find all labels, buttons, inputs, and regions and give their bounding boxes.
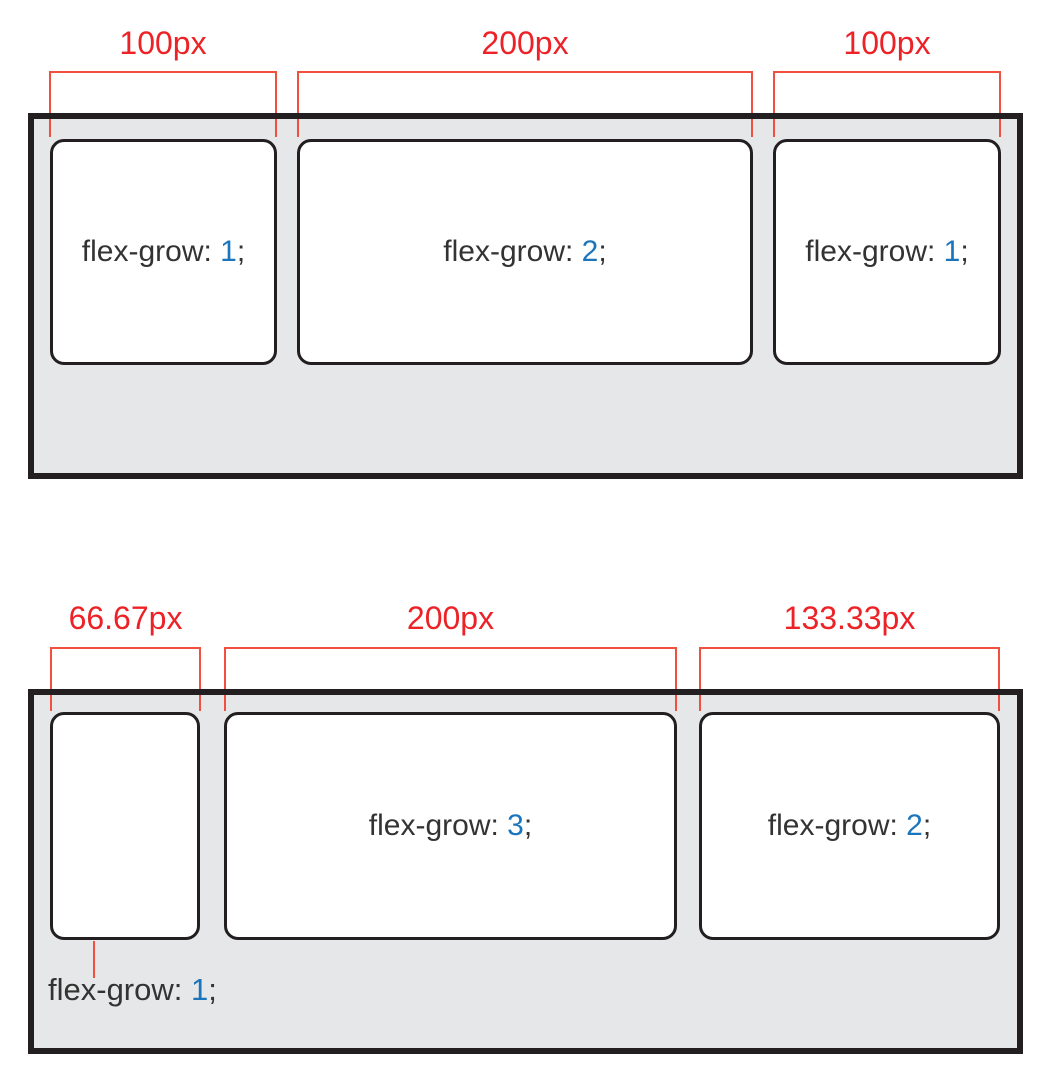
- flex-declaration: flex-grow: 2;: [443, 235, 606, 269]
- semicolon-text: ;: [236, 235, 246, 268]
- flex-item: flex-grow: 1;: [773, 139, 1001, 365]
- property-text: flex-grow:: [81, 235, 221, 268]
- property-text: flex-grow:: [767, 809, 907, 842]
- flex-item: flex-grow: 2;: [699, 712, 1000, 940]
- flex-grow-value: 3: [507, 809, 524, 842]
- semicolon-text: ;: [922, 809, 932, 842]
- width-label: 200px: [406, 600, 495, 636]
- semicolon-text: ;: [523, 809, 533, 842]
- outside-flex-label: flex-grow: 1;: [48, 972, 217, 1008]
- property-text: flex-grow:: [368, 809, 508, 842]
- width-label: 100px: [119, 25, 207, 61]
- semicolon-text: ;: [208, 972, 217, 1007]
- width-bracket: [699, 647, 1000, 711]
- width-label: 100px: [843, 25, 931, 61]
- property-text: flex-grow:: [443, 235, 582, 268]
- width-bracket: [297, 71, 753, 137]
- flex-declaration: flex-grow: 1;: [48, 972, 217, 1007]
- semicolon-text: ;: [960, 235, 969, 268]
- width-label: 66.67px: [68, 600, 183, 636]
- flex-declaration: flex-grow: 3;: [369, 809, 532, 843]
- flex-grow-value: 2: [581, 235, 599, 268]
- semicolon-text: ;: [598, 235, 607, 268]
- flex-declaration: flex-grow: 1;: [82, 235, 245, 269]
- width-label: 200px: [481, 25, 569, 61]
- width-bracket: [49, 71, 277, 137]
- flex-grow-value: 1: [190, 972, 209, 1007]
- flex-declaration: flex-grow: 1;: [805, 235, 968, 269]
- width-bracket: [224, 647, 677, 711]
- width-label: 133.33px: [783, 600, 916, 636]
- flex-item: flex-grow: 3;: [224, 712, 677, 940]
- flex-grow-value: 2: [906, 809, 923, 842]
- flex-declaration: flex-grow: 2;: [768, 809, 931, 843]
- flex-item: flex-grow: 2;: [297, 139, 753, 365]
- flex-grow-value: 1: [220, 235, 237, 268]
- width-bracket: [50, 647, 201, 711]
- property-text: flex-grow:: [805, 235, 944, 268]
- flex-item: flex-grow: 1;: [50, 139, 277, 365]
- width-bracket: [773, 71, 1001, 137]
- property-text: flex-grow:: [48, 972, 191, 1007]
- pointer-line: [93, 941, 95, 978]
- flex-item-empty: [50, 712, 200, 940]
- flex-grow-value: 1: [943, 235, 961, 268]
